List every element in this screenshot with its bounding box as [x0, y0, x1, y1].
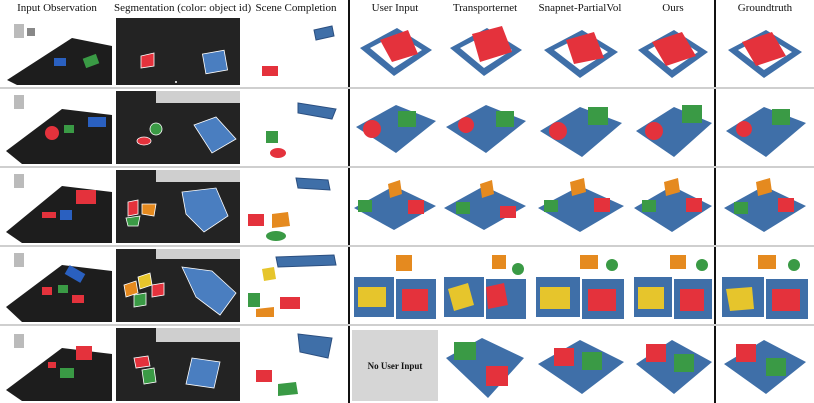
scene-completion-image	[244, 249, 348, 322]
groundtruth-render	[718, 18, 812, 85]
segmentation-image	[116, 18, 240, 85]
segmentation-image	[116, 249, 240, 322]
header-segmentation: Segmentation (color: object id)	[114, 2, 252, 14]
groundtruth-render	[718, 170, 812, 243]
row-separator	[0, 166, 814, 168]
user-input-render	[352, 91, 438, 164]
row-separator	[0, 324, 814, 326]
header-groundtruth: Groundtruth	[737, 2, 793, 14]
input-observation-image	[2, 170, 112, 243]
scene-completion-image	[244, 170, 348, 243]
input-observation-image	[2, 249, 112, 322]
groundtruth-render	[718, 249, 812, 322]
no-user-input-placeholder: No User Input	[352, 330, 438, 401]
segmentation-image	[116, 328, 240, 401]
snapnet-render	[532, 18, 628, 85]
user-input-render	[352, 18, 438, 85]
user-input-render	[352, 249, 438, 322]
transporternet-render	[442, 18, 528, 85]
scene-completion-image	[244, 91, 348, 164]
snapnet-render	[532, 91, 628, 164]
groundtruth-render	[718, 328, 812, 401]
separator-after-ours	[714, 0, 716, 403]
scene-completion-image	[244, 18, 348, 85]
header-snapnet-partialvol: Snapnet-PartialVol	[538, 2, 622, 14]
transporternet-render	[442, 328, 528, 401]
ours-render	[632, 91, 714, 164]
header-input-observation: Input Observation	[17, 2, 97, 14]
input-observation-image	[2, 91, 112, 164]
groundtruth-render	[718, 91, 812, 164]
input-observation-image	[2, 328, 112, 401]
transporternet-render	[442, 91, 528, 164]
transporternet-render	[442, 170, 528, 243]
header-ours: Ours	[662, 2, 684, 14]
row-separator	[0, 87, 814, 89]
segmentation-image	[116, 170, 240, 243]
user-input-render	[352, 170, 438, 243]
header-transporternet: Transporternet	[452, 2, 518, 14]
snapnet-render	[532, 170, 628, 243]
snapnet-render	[532, 249, 628, 322]
ours-render	[632, 18, 714, 85]
snapnet-render	[532, 328, 628, 401]
header-user-input: User Input	[371, 2, 419, 14]
separator-before-user-input	[348, 0, 350, 403]
ours-render	[632, 328, 714, 401]
ours-render	[632, 170, 714, 243]
transporternet-render	[442, 249, 528, 322]
scene-completion-image	[244, 328, 348, 401]
segmentation-image	[116, 91, 240, 164]
ours-render	[632, 249, 714, 322]
input-observation-image	[2, 18, 112, 85]
header-scene-completion: Scene Completion	[255, 2, 337, 14]
row-separator	[0, 245, 814, 247]
